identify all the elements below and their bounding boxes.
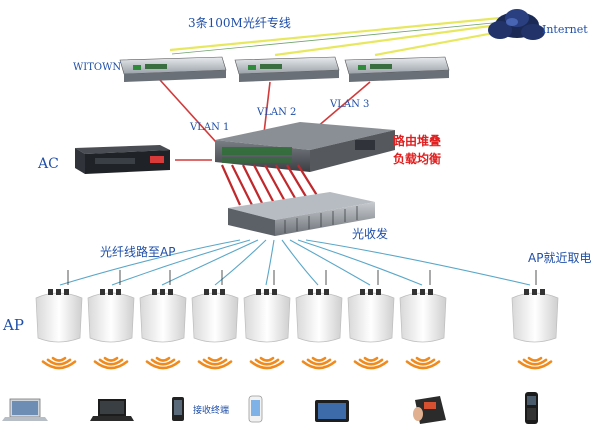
ap-device: [191, 289, 239, 343]
wifi-signal-icon: [405, 356, 441, 370]
smartphone-icon: [248, 395, 263, 423]
ap-device: [347, 289, 395, 343]
ap-label: AP: [2, 316, 24, 334]
ap-power-label: AP就近取电: [528, 251, 591, 265]
ap-device: [87, 289, 135, 343]
ap-device: [511, 289, 559, 343]
ap-power-lines: [67, 270, 537, 285]
witown-router-1: [119, 56, 227, 82]
ap-device: [139, 289, 187, 343]
wifi-signal-icon: [145, 356, 181, 370]
cloud-icon: [488, 9, 545, 40]
ac-label: AC: [37, 156, 59, 172]
internet-label: Internet: [542, 23, 588, 36]
wifi-signal-icon: [93, 356, 129, 370]
optical-transceiver-label: 光收发: [352, 226, 388, 241]
laptop-icon: [2, 398, 48, 421]
ap-device: [243, 289, 291, 343]
pos-terminal-icon: [413, 396, 446, 424]
notebook-icon: [90, 399, 134, 421]
router-stack-label: 路由堆叠: [393, 133, 441, 148]
wifi-signal-icon: [353, 356, 389, 370]
ac-controller: [75, 145, 170, 174]
witown-label: WITOWN: [73, 62, 121, 73]
fiber-lines: [169, 16, 511, 57]
wifi-signal-icon: [517, 356, 553, 370]
wifi-signal-icon: [249, 356, 285, 370]
core-switch: [215, 122, 395, 172]
wifi-signal-icon: [301, 356, 337, 370]
optical-transceiver: [228, 192, 375, 236]
ap-device: [295, 289, 343, 343]
handheld-scanner-icon: [525, 392, 538, 424]
load-balance-label: 负载均衡: [393, 151, 441, 166]
vlan-label-2: VLAN 2: [256, 107, 296, 118]
ap-device: [35, 289, 83, 343]
vlan-label-3: VLAN 3: [329, 99, 369, 110]
switch-transceiver-links: [220, 164, 324, 206]
ap-device: [399, 289, 447, 343]
wifi-signal-icon: [41, 356, 77, 370]
fiber-title: 3条100M光纤专线: [188, 15, 291, 30]
receivers-label: 接收终端: [193, 404, 229, 416]
phone-icon: [172, 397, 184, 421]
access-points: [35, 289, 559, 343]
witown-router-3: [344, 56, 450, 82]
wifi-signals: [41, 356, 553, 370]
witown-router-2: [234, 56, 340, 82]
ap-fiber-lines: [59, 239, 531, 286]
fiber-to-ap-label: 光纤线路至AP: [100, 244, 175, 259]
vlan-label-1: VLAN 1: [189, 122, 229, 133]
tablet-icon: [315, 400, 349, 422]
wifi-signal-icon: [197, 356, 233, 370]
